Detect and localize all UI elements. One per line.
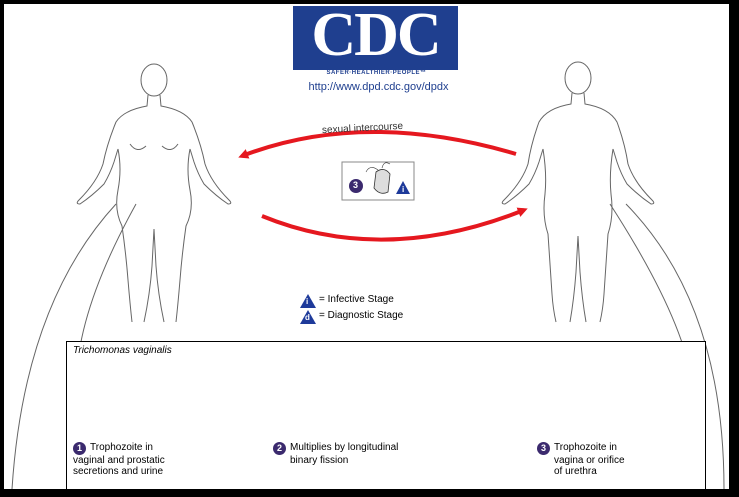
center-stage-number: 3: [353, 180, 358, 190]
stage-3-line-1: Trophozoite in: [554, 442, 617, 453]
stage-1-badge-letter: d: [163, 421, 168, 430]
stage-3-text: 3 Trophozoite in vagina or orifice of ure…: [537, 442, 667, 477]
stage-2-text: 2 Multiplies by longitudinal binary fissi…: [273, 442, 473, 466]
female-figure: [77, 64, 231, 322]
stage-3-number: 3: [537, 442, 550, 455]
stage-2-line-2: binary fission: [273, 455, 348, 466]
species-title: Trichomonas vaginalis: [73, 345, 172, 356]
infective-stage-label: = Infective Stage: [319, 294, 394, 305]
stage-2-number: 2: [273, 442, 286, 455]
male-figure: [502, 62, 654, 322]
diagnostic-letter: d: [305, 313, 310, 322]
stage-3-badge-letter: i: [551, 403, 553, 412]
life-cycle-diagram: CDC SAFER·HEALTHIER·PEOPLE™ http://www.d…: [4, 4, 729, 489]
stage-3-line-3: of urethra: [537, 466, 597, 477]
inset-panel: Trichomonas vaginalis d i 1 Trophozoite i…: [66, 341, 706, 489]
arrow-male-to-female: [242, 132, 516, 156]
arrow-female-to-male: [262, 210, 524, 240]
stage-3-line-2: vagina or orifice: [537, 455, 625, 466]
stage-1-line-1: Trophozoite in: [90, 442, 153, 453]
diagnostic-stage-label: = Diagnostic Stage: [319, 310, 403, 321]
center-stage-letter: i: [402, 185, 404, 194]
stage-1-text: 1 Trophozoite in vaginal and prostatic se…: [73, 442, 243, 477]
stage-2-line-1: Multiplies by longitudinal: [290, 442, 398, 453]
infective-letter: i: [306, 297, 308, 306]
stage-1-number: 1: [73, 442, 86, 455]
stage-1-line-2: vaginal and prostatic: [73, 455, 165, 466]
stage-1-line-3: secretions and urine: [73, 466, 163, 477]
